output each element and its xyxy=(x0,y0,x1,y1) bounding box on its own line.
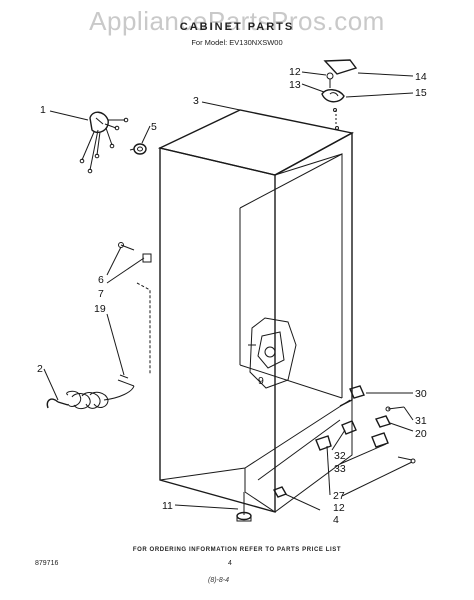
callout-19: 19 xyxy=(94,303,106,315)
wire-harness-part xyxy=(79,111,129,174)
cabinet-shell xyxy=(157,109,355,513)
callout-13: 13 xyxy=(289,79,301,91)
document-number: 879716 xyxy=(35,560,59,567)
lower-right-parts xyxy=(315,385,416,464)
callout-12-top: 12 xyxy=(289,66,301,78)
callout-11: 11 xyxy=(162,500,173,512)
diagram-title: CABINET PARTS xyxy=(179,21,295,33)
callout-31: 31 xyxy=(415,415,427,427)
date-code: (8)-8-4 xyxy=(208,577,230,584)
callout-4: 4 xyxy=(333,514,339,526)
compressor-recess xyxy=(248,317,297,389)
callout-5: 5 xyxy=(151,121,157,133)
callout-numbers: 1 2 3 4 5 6 7 9 11 12 12 13 14 15 19 20 … xyxy=(37,66,427,526)
power-cord-part xyxy=(46,374,135,410)
leader-lines xyxy=(43,71,414,511)
callout-20: 20 xyxy=(415,428,427,440)
callout-12-bottom: 12 xyxy=(333,502,345,514)
callout-14: 14 xyxy=(415,71,427,83)
callout-1: 1 xyxy=(40,104,46,116)
callout-27: 27 xyxy=(333,490,345,502)
callout-7: 7 xyxy=(98,288,104,300)
page-number: 4 xyxy=(228,560,232,567)
grommet-part xyxy=(129,143,147,155)
leveling-legs xyxy=(236,486,288,522)
callout-2: 2 xyxy=(37,363,43,375)
watermark: AppliancePartsPros.com xyxy=(89,6,385,36)
top-hinge-parts xyxy=(321,59,358,130)
callout-15: 15 xyxy=(415,87,427,99)
screw-and-clip-parts xyxy=(118,242,152,263)
callout-6: 6 xyxy=(98,274,104,286)
callout-9: 9 xyxy=(258,375,264,387)
ordering-note: FOR ORDERING INFORMATION REFER TO PARTS … xyxy=(132,547,342,553)
callout-32: 32 xyxy=(334,450,346,462)
callout-3: 3 xyxy=(193,95,199,107)
callout-30: 30 xyxy=(415,388,427,400)
callout-33: 33 xyxy=(334,463,346,475)
model-label: For Model: EV130NXSW00 xyxy=(191,38,283,47)
